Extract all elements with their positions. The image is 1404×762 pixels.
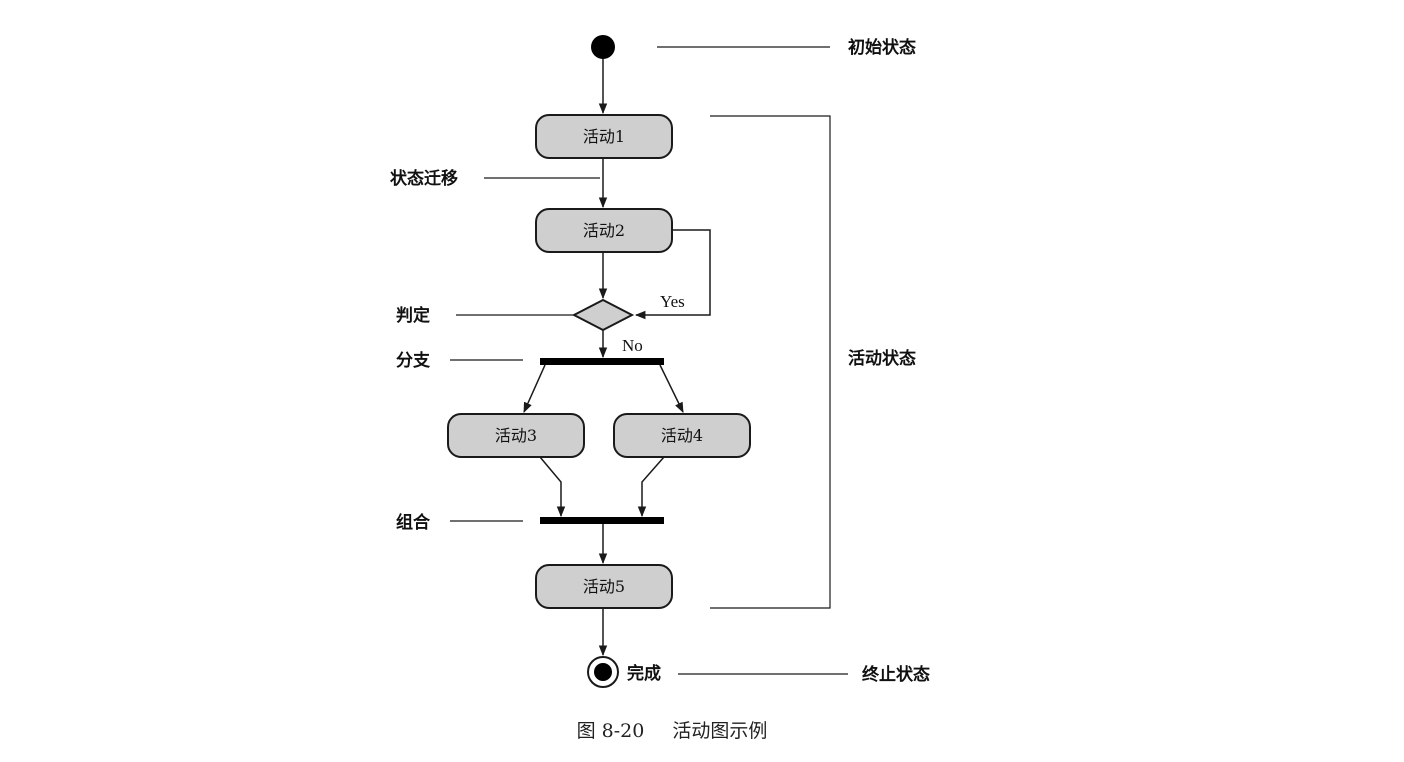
fork-label: 分支: [396, 350, 431, 371]
decision-node: [571, 298, 635, 332]
activity-3: 活动3: [447, 413, 585, 458]
flow-yes-loop: [634, 229, 711, 320]
final-label: 完成: [627, 663, 661, 684]
fork-bar: [540, 358, 664, 365]
join-label: 组合: [396, 512, 431, 533]
initial-state-label: 初始状态: [848, 37, 916, 58]
flow-fork-to-a4: [659, 364, 684, 413]
decision-label: 判定: [396, 305, 430, 326]
flow-fork-to-a3: [523, 364, 546, 413]
activity-states-label: 活动状态: [848, 348, 916, 369]
activity-5-label: 活动5: [583, 577, 625, 596]
activity-4: 活动4: [613, 413, 751, 458]
figure-number: 图 8-20: [577, 720, 645, 742]
figure-caption: 图 8-20 活动图示例: [577, 720, 768, 742]
activity-states-bracket: [710, 115, 831, 609]
no-label: No: [622, 336, 643, 355]
yes-label: Yes: [660, 292, 685, 311]
activity-1: 活动1: [535, 114, 673, 159]
activity-2: 活动2: [535, 208, 673, 253]
transition-label: 状态迁移: [390, 168, 458, 189]
activity-4-label: 活动4: [661, 426, 703, 445]
figure-title: 活动图示例: [672, 720, 767, 742]
activity-5: 活动5: [535, 564, 673, 609]
final-state-label: 终止状态: [862, 664, 930, 685]
flow-a3-to-join: [539, 456, 566, 518]
flow-a4-to-join: [637, 456, 665, 518]
initial-node: [591, 35, 615, 59]
activity-3-label: 活动3: [495, 426, 537, 445]
activity-1-label: 活动1: [583, 127, 625, 146]
final-node: [587, 656, 619, 688]
join-bar: [540, 517, 664, 524]
activity-2-label: 活动2: [583, 221, 625, 240]
